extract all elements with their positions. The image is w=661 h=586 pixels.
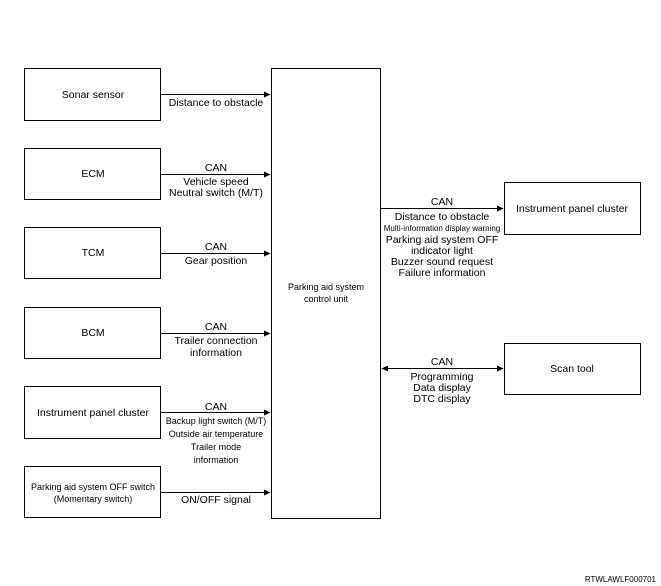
- instrument-panel-cluster-output-block: Instrument panel cluster: [504, 182, 641, 235]
- ipc-out-signal-indicator-light: indicator light: [411, 245, 473, 257]
- scan-tool-signal-can: CAN: [431, 356, 453, 368]
- parking-aid-off-switch-block: Parking aid system OFF switch (Momentary…: [24, 466, 161, 518]
- ipc-out-signal-failure: Failure information: [399, 267, 486, 279]
- ecm-signal-vehicle-speed: Vehicle speed: [183, 176, 249, 188]
- scan-tool-signal-data-display: Data display: [413, 382, 472, 394]
- switch-signal-on-off: ON/OFF signal: [181, 494, 251, 506]
- control-unit-label-line1: Parking aid system: [288, 282, 364, 292]
- ipc-in-signal-backup-light: Backup light switch (M/T): [166, 416, 267, 426]
- scan-tool-label: Scan tool: [550, 363, 594, 375]
- instrument-panel-cluster-input-label: Instrument panel cluster: [37, 407, 150, 419]
- ipc-in-signal-can: CAN: [205, 401, 227, 413]
- ecm-block: ECM: [24, 148, 161, 200]
- sonar-signal-distance: Distance to obstacle: [169, 97, 264, 109]
- ipc-out-signal-pas-off: Parking aid system OFF: [386, 234, 499, 246]
- instrument-panel-cluster-output-label: Instrument panel cluster: [516, 203, 629, 215]
- ipc-out-signal-buzzer: Buzzer sound request: [391, 256, 493, 268]
- ipc-out-signal-can: CAN: [431, 196, 453, 208]
- bcm-signal-can: CAN: [205, 321, 227, 333]
- parking-aid-control-unit-block: Parking aid system control unit: [271, 68, 381, 519]
- ecm-signal-neutral-switch: Neutral switch (M/T): [169, 187, 263, 199]
- ipc-in-signal-information: information: [194, 455, 239, 465]
- momentary-switch-label: (Momentary switch): [54, 494, 133, 504]
- ipc-out-signal-multi-info-warning: Multi-information display warning: [384, 224, 501, 233]
- ipc-in-signal-trailer-mode: Trailer mode: [191, 442, 241, 452]
- sonar-sensor-label: Sonar sensor: [62, 89, 125, 101]
- scan-tool-signal-dtc-display: DTC display: [413, 393, 471, 405]
- ecm-label: ECM: [81, 168, 104, 180]
- ipc-out-signal-distance: Distance to obstacle: [395, 211, 490, 223]
- bcm-signal-information: information: [190, 347, 242, 359]
- parking-aid-off-switch-label: Parking aid system OFF switch: [31, 482, 155, 492]
- sonar-sensor-block: Sonar sensor: [24, 68, 161, 121]
- tcm-signal-can: CAN: [205, 241, 227, 253]
- control-unit-label-line2: control unit: [304, 294, 349, 304]
- instrument-panel-cluster-input-block: Instrument panel cluster: [24, 386, 161, 439]
- tcm-signal-gear-position: Gear position: [185, 255, 248, 267]
- ipc-in-signal-outside-air-temp: Outside air temperature: [169, 429, 264, 439]
- bcm-label: BCM: [81, 327, 104, 339]
- tcm-block: TCM: [24, 227, 161, 279]
- reference-code: RTWLAWLF000701: [585, 575, 657, 584]
- tcm-label: TCM: [82, 247, 105, 259]
- bcm-signal-trailer-connection: Trailer connection: [174, 335, 257, 347]
- scan-tool-block: Scan tool: [504, 343, 641, 395]
- ecm-signal-can: CAN: [205, 162, 227, 174]
- bcm-block: BCM: [24, 307, 161, 359]
- scan-tool-signal-programming: Programming: [410, 371, 473, 383]
